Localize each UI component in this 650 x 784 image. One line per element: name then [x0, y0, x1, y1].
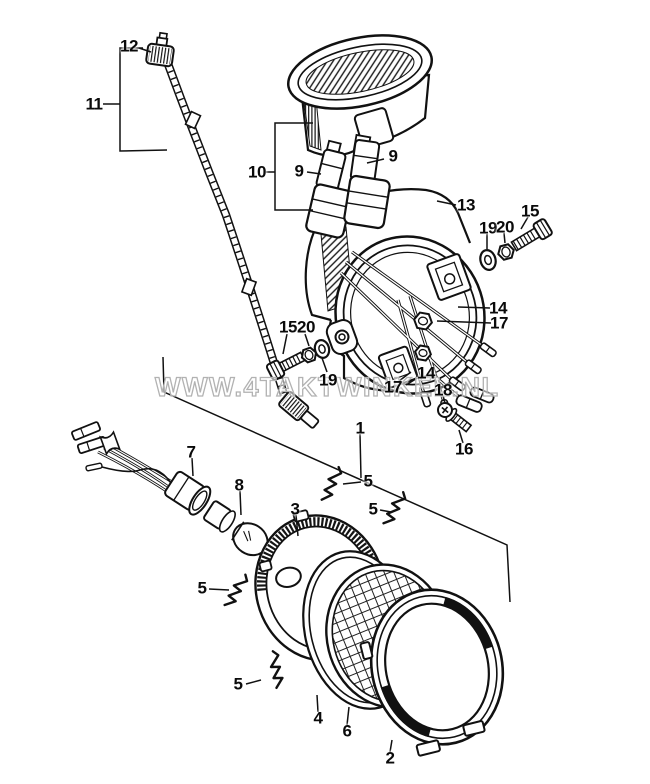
part-label-5-a: 5	[363, 471, 373, 491]
speedometer-cable	[145, 31, 320, 429]
case-mounting-ear	[325, 319, 359, 355]
wire-terminal-small	[85, 462, 103, 472]
wire-clamp-lower	[377, 345, 419, 389]
part-label-15-top: 15	[521, 201, 539, 221]
part-label-2: 2	[385, 748, 395, 768]
part-label-14-lower: 14	[417, 363, 435, 383]
clamp-nut-lower	[413, 344, 433, 362]
nut-20-right	[497, 243, 515, 261]
part-label-20-left: 20	[297, 317, 315, 337]
screw-16-18	[437, 402, 473, 433]
part-label-4: 4	[313, 708, 323, 728]
wire-clamp-upper	[426, 253, 472, 301]
part-label-8: 8	[234, 475, 244, 495]
part-label-17-lower: 17	[384, 377, 402, 397]
cable-ferrule	[184, 110, 202, 130]
part-label-9-right: 9	[388, 146, 398, 166]
cable-end-fitting	[278, 391, 320, 429]
cable-nut-12	[145, 31, 175, 68]
washer-19-right	[479, 249, 497, 271]
bulb-socket-7	[164, 470, 212, 516]
part-label-13: 13	[457, 195, 475, 215]
part-label-16: 16	[455, 439, 473, 459]
part-label-17-upper: 17	[490, 313, 508, 333]
wire-band	[98, 430, 122, 456]
assembly-bracket-line	[162, 356, 511, 603]
part-label-3: 3	[290, 499, 300, 519]
part-label-19-top: 19	[479, 218, 497, 238]
socket-boot	[343, 174, 391, 230]
washer-19-left	[313, 339, 331, 359]
bolt-15-left	[265, 351, 306, 381]
bulb-collar-8	[203, 500, 236, 533]
speedometer-unit	[286, 34, 434, 161]
part-label-5-b: 5	[368, 499, 378, 519]
nut-20-left	[300, 346, 318, 364]
clamp-nut-upper	[412, 311, 434, 331]
part-label-11: 11	[85, 94, 103, 114]
part-label-9-left: 9	[294, 161, 304, 181]
bulb	[231, 521, 269, 557]
part-label-20-top: 20	[496, 217, 514, 237]
bullet-connector	[469, 386, 495, 404]
bullet-connector	[455, 394, 483, 413]
hardware	[265, 218, 553, 433]
bolt-15-right	[510, 218, 553, 252]
part-label-14-upper: 14	[489, 298, 507, 318]
bulb-socket-harness	[71, 421, 269, 557]
part-label-19-left: 19	[319, 370, 337, 390]
headlight-case	[304, 174, 497, 416]
part-label-18: 18	[434, 380, 452, 400]
leader-lines	[103, 47, 529, 753]
watermark: WWW.4TAKTWINKEL.NL	[155, 372, 499, 402]
part-label-10: 10	[248, 162, 266, 182]
part-label-6: 6	[342, 721, 352, 741]
headlight-rim-2	[359, 588, 505, 757]
part-label-7: 7	[186, 442, 196, 462]
part-label-1: 1	[355, 418, 365, 438]
part-label-12: 12	[120, 36, 138, 56]
part-label-5-d: 5	[233, 674, 243, 694]
part-label-15-left: 15	[279, 317, 297, 337]
cable-ferrule	[240, 277, 258, 297]
wire-terminal	[71, 421, 101, 441]
part-label-5-c: 5	[197, 578, 207, 598]
meter-bulb-sockets	[315, 139, 381, 192]
